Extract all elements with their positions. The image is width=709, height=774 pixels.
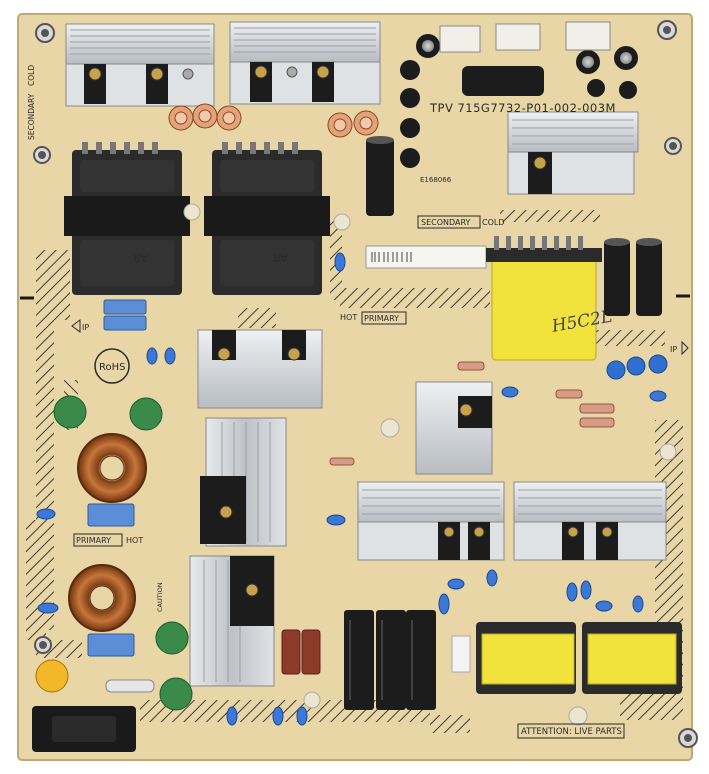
beige-components — [183, 203, 677, 726]
zone-label-secondary-cold: SECONDARY COLD — [417, 215, 505, 229]
toroid-inductor-upper — [77, 433, 147, 503]
svg-text:IP: IP — [670, 345, 677, 354]
heatsink-middle-center — [415, 381, 493, 475]
zone-label-primary-hot: PRIMARY HOT — [73, 533, 143, 547]
heatsink-top-left-2 — [229, 21, 381, 105]
zone-label-hot-primary-mid: HOT PRIMARY — [340, 311, 407, 325]
fuse — [105, 679, 155, 693]
mounting-holes — [33, 20, 698, 748]
small-ceramic-caps — [36, 252, 667, 726]
y-capacitors-green — [53, 395, 193, 711]
svg-text:COLD: COLD — [27, 65, 36, 86]
svg-text:HOT: HOT — [126, 536, 143, 545]
bulk-capacitors — [344, 610, 436, 710]
svg-text:COLD: COLD — [482, 218, 505, 227]
brown-film-caps — [281, 629, 321, 675]
svg-text:IP: IP — [82, 323, 89, 332]
heatsink-top-left-1 — [65, 23, 215, 107]
zone-label-secondary-cold-vertical: SECONDARY COLD — [27, 65, 36, 140]
yellow-transformers-bottom — [476, 622, 682, 694]
yellow-disk-capacitor — [35, 659, 69, 693]
edge-marks — [20, 294, 690, 300]
isolation-hatch-areas — [26, 210, 683, 733]
connectors-top — [439, 21, 611, 53]
svg-text:ATTENTION: LIVE PARTS: ATTENTION: LIVE PARTS — [521, 727, 622, 737]
svg-text:PRIMARY: PRIMARY — [364, 314, 399, 323]
caution-label: CAUTION — [156, 582, 164, 612]
svg-text:PRIMARY: PRIMARY — [76, 536, 111, 545]
svg-text:RoHS: RoHS — [99, 362, 125, 373]
heatsink-output-center — [357, 481, 505, 561]
film-capacitors-blue — [87, 299, 147, 657]
output-electrolytics-right — [604, 238, 662, 316]
heatsink-left-vertical — [200, 417, 287, 547]
ceramic-caps-right — [606, 354, 668, 380]
small-electrolytics-top — [366, 34, 638, 216]
main-transformer-left: AR — [64, 142, 190, 295]
board-model-marking: TPV 715G7732-P01-002-003M — [429, 101, 616, 115]
rohs-mark: RoHS — [94, 348, 130, 384]
svg-text:SECONDARY: SECONDARY — [421, 218, 471, 227]
transformer-marking-right: AR — [272, 251, 288, 264]
heatsink-top-right — [507, 111, 639, 195]
orange-capacitors — [168, 103, 379, 138]
ac-inlet-connector — [32, 706, 136, 752]
heatsink-bottom-left — [189, 555, 275, 687]
resistors — [329, 361, 615, 466]
transformer-marking-left: AR — [132, 251, 148, 264]
ip-marker-left: IP — [71, 319, 89, 333]
svg-text:SECONDARY: SECONDARY — [27, 93, 36, 140]
main-transformer-right: AR — [204, 142, 330, 295]
heatsink-output-right — [513, 481, 667, 561]
ip-marker-right: IP — [670, 340, 689, 356]
svg-text:HOT: HOT — [340, 313, 357, 322]
toroid-inductor-lower — [68, 564, 136, 632]
ul-code: E168066 — [420, 176, 452, 184]
barcode-label — [365, 245, 487, 269]
yellow-transformer-main: H5C2L — [486, 236, 614, 361]
attention-label: ATTENTION: LIVE PARTS — [517, 723, 625, 739]
heatsink-middle-left — [197, 329, 323, 409]
